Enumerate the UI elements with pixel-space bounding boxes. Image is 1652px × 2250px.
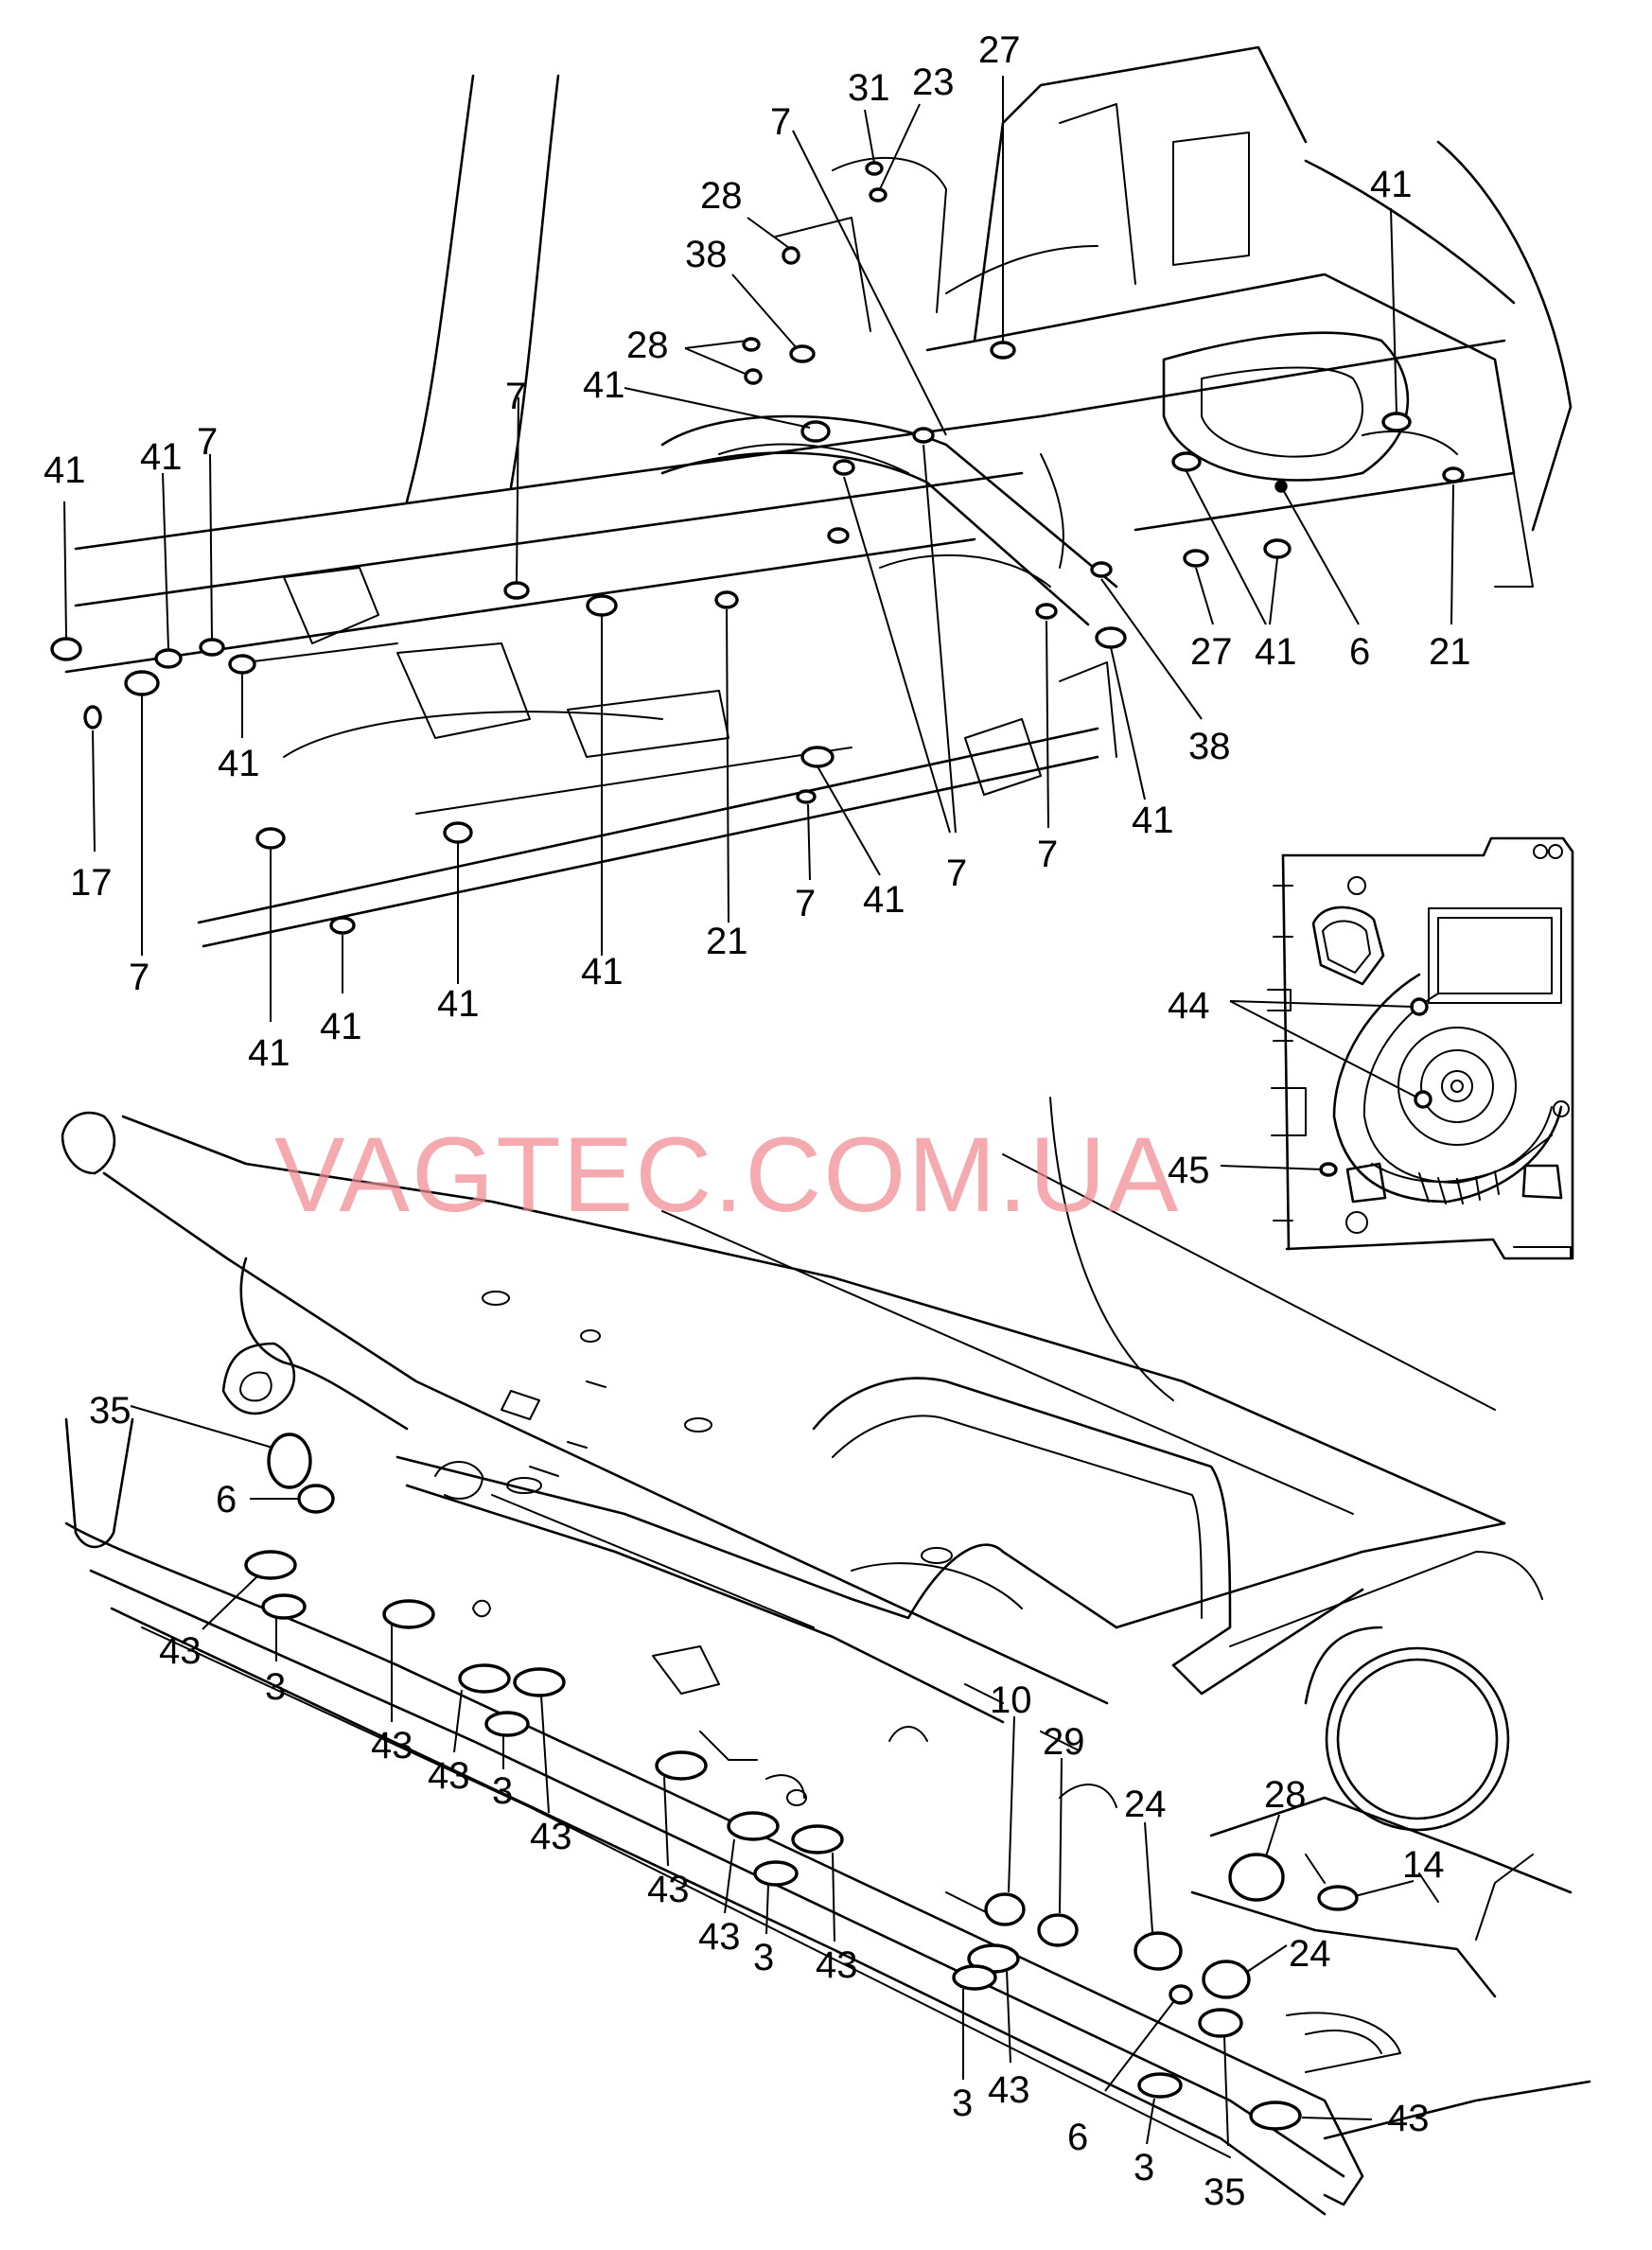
callout-3: 3 bbox=[1134, 2147, 1154, 2188]
underbody-outline bbox=[61, 1097, 1591, 2216]
callout-7: 7 bbox=[129, 957, 149, 998]
callout-38: 38 bbox=[685, 234, 728, 275]
callout-38: 38 bbox=[1188, 726, 1231, 767]
callout-41: 41 bbox=[437, 983, 480, 1025]
callout-10: 10 bbox=[990, 1679, 1032, 1721]
underbody-plugs bbox=[244, 1433, 1359, 2131]
callout-3: 3 bbox=[492, 1770, 513, 1812]
callout-17: 17 bbox=[70, 862, 113, 904]
callout-41: 41 bbox=[140, 436, 183, 478]
callout-7: 7 bbox=[505, 376, 526, 417]
callout-41: 41 bbox=[218, 743, 260, 784]
callout-14: 14 bbox=[1402, 1844, 1445, 1886]
callout-23: 23 bbox=[912, 62, 955, 103]
callout-24: 24 bbox=[1124, 1784, 1167, 1825]
callout-41: 41 bbox=[1132, 800, 1174, 841]
callout-43: 43 bbox=[698, 1916, 741, 1958]
callout-3: 3 bbox=[753, 1937, 774, 1978]
callout-43: 43 bbox=[816, 1944, 858, 1986]
callout-24: 24 bbox=[1289, 1933, 1331, 1975]
callout-43: 43 bbox=[988, 2069, 1030, 2111]
callout-43: 43 bbox=[530, 1816, 572, 1857]
callout-41: 41 bbox=[1370, 164, 1413, 205]
callout-35: 35 bbox=[89, 1390, 132, 1432]
callout-41: 41 bbox=[1255, 631, 1297, 673]
callout-3: 3 bbox=[265, 1666, 286, 1708]
callout-7: 7 bbox=[197, 421, 218, 463]
watermark: VAGTEC.COM.UA bbox=[274, 1116, 1180, 1234]
callout-21: 21 bbox=[706, 921, 748, 962]
callout-27: 27 bbox=[978, 29, 1021, 71]
callout-7: 7 bbox=[770, 101, 791, 143]
callout-21: 21 bbox=[1429, 631, 1471, 673]
callout-43: 43 bbox=[647, 1869, 690, 1910]
callout-44: 44 bbox=[1168, 985, 1210, 1027]
callout-6: 6 bbox=[1349, 631, 1370, 673]
callout-41: 41 bbox=[863, 879, 905, 921]
callout-41: 41 bbox=[248, 1032, 290, 1074]
callout-28: 28 bbox=[626, 325, 669, 366]
callout-6: 6 bbox=[216, 1479, 237, 1521]
callout-labels: 31 23 27 7 28 38 28 41 7 41 41 41 7 17 7… bbox=[44, 29, 1471, 2213]
callout-45: 45 bbox=[1168, 1150, 1210, 1191]
callout-41: 41 bbox=[581, 951, 624, 993]
callout-27: 27 bbox=[1190, 631, 1233, 673]
callout-41: 41 bbox=[320, 1006, 362, 1047]
callout-7: 7 bbox=[795, 883, 816, 924]
spare-wheel-inset bbox=[1220, 836, 1574, 1260]
callout-31: 31 bbox=[848, 67, 890, 109]
underbody-leaders bbox=[130, 1405, 1415, 2147]
callout-41: 41 bbox=[583, 364, 625, 406]
callout-3: 3 bbox=[952, 2083, 973, 2124]
callout-7: 7 bbox=[1037, 834, 1058, 875]
callout-43: 43 bbox=[371, 1725, 413, 1767]
upper-floor-plugs bbox=[50, 161, 1465, 935]
callout-41: 41 bbox=[44, 449, 86, 491]
callout-43: 43 bbox=[428, 1755, 470, 1797]
callout-6: 6 bbox=[1067, 2117, 1088, 2158]
callout-43: 43 bbox=[1387, 2098, 1430, 2139]
callout-7: 7 bbox=[946, 853, 967, 894]
callout-28: 28 bbox=[1264, 1774, 1307, 1816]
upper-floor-leaders bbox=[63, 76, 1454, 1022]
callout-28: 28 bbox=[700, 175, 743, 217]
callout-29: 29 bbox=[1043, 1721, 1085, 1763]
callout-35: 35 bbox=[1204, 2171, 1246, 2213]
callout-43: 43 bbox=[159, 1630, 202, 1672]
